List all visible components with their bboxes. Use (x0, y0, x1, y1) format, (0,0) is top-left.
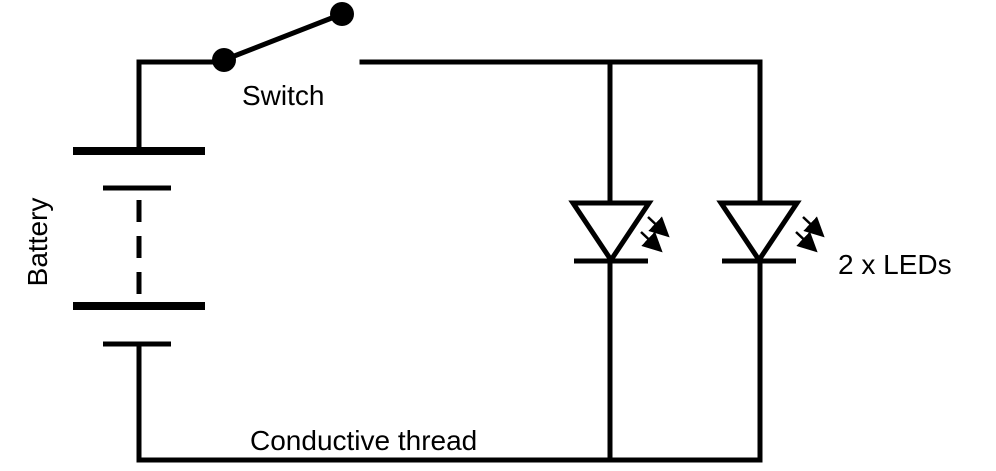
wire-bottom (136, 341, 763, 463)
wire-top-left (136, 59, 225, 154)
conductive-thread-label: Conductive thread (250, 425, 477, 456)
led-1-triangle (568, 200, 654, 265)
switch-contact-end (330, 2, 354, 26)
switch-label: Switch (242, 80, 324, 111)
led-1 (568, 200, 670, 265)
switch-contact-pivot (212, 48, 236, 72)
leds-label: 2 x LEDs (838, 249, 952, 280)
led-2-triangle (716, 200, 802, 265)
battery-symbol (73, 147, 205, 347)
led-2-light-arrow (795, 231, 818, 253)
switch (212, 2, 354, 72)
led-1-light-arrow (647, 216, 670, 238)
battery-label: Battery (22, 198, 53, 287)
led-1-light-arrow (640, 231, 663, 253)
switch-arm (223, 11, 343, 63)
led-2-light-arrow (802, 216, 825, 238)
led-2 (716, 200, 825, 265)
